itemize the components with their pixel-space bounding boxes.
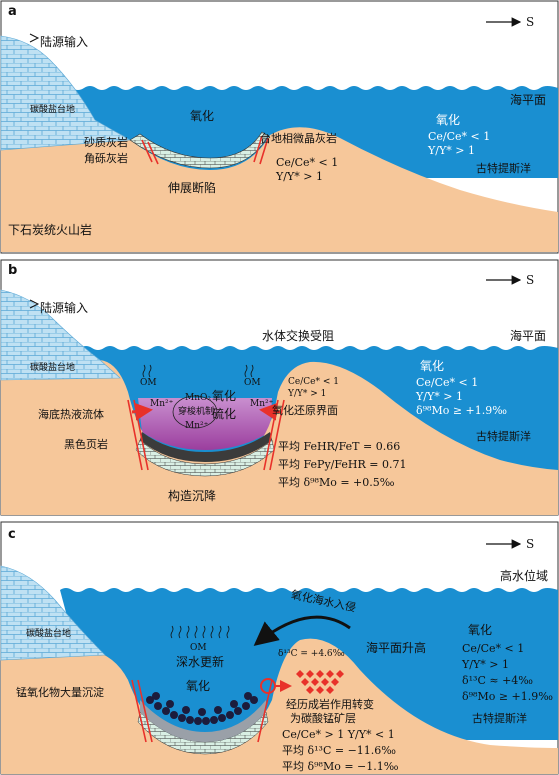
sulfidic-water	[138, 398, 272, 450]
input-arrow-icon	[29, 299, 40, 309]
sea-level-label: 海平面	[510, 328, 546, 343]
om-label: OM	[140, 378, 157, 388]
shale-layer	[140, 700, 266, 742]
panel-letter: b	[8, 263, 17, 278]
hydrothermal-label: 海底热液流体	[38, 407, 104, 421]
oxidation-right-label: 氧化	[436, 113, 460, 127]
paleo-tethys-label: 古特提斯洋	[472, 711, 527, 725]
panel-a: a S 陆源输入 海平面 碳酸盐台地 氧化 砂质灰岩 角砾灰岩 台地相微晶灰岩 …	[0, 0, 559, 254]
land-area	[1, 638, 558, 774]
platform-label: 碳酸盐台地	[30, 103, 75, 115]
shuttle-cycle-icon	[172, 395, 218, 429]
highstand-label: 高水位域	[500, 568, 548, 583]
volcanic-label: 下石炭统火山岩	[8, 222, 92, 237]
direction-label: S	[526, 537, 534, 551]
hydrothermal-arrow-icon	[259, 402, 281, 421]
mn-right-label: Mn²⁺	[250, 399, 274, 409]
input-arrow-icon	[29, 33, 40, 43]
land-input-label: 陆源输入	[40, 34, 88, 49]
carbonate-platform	[0, 35, 131, 151]
direction-label: S	[526, 273, 534, 287]
oxygen-inflow-arrow-icon	[253, 615, 351, 646]
c13-right-label: δ¹³C ≈ +4‰	[462, 674, 533, 687]
micrite-label: 台地相微晶灰岩	[260, 131, 337, 145]
shuttle-label: 穿梭机制	[178, 405, 214, 417]
c13-mid-label: δ¹³C = +4.6‰	[278, 649, 345, 659]
fault-lines	[131, 679, 273, 743]
land-area	[1, 115, 558, 252]
om-flux-icon	[142, 364, 152, 378]
sea-level-label: 海平面	[510, 92, 546, 107]
carbonate-platform	[0, 565, 106, 661]
direction-label: S	[526, 15, 534, 29]
oxidation-right-label: 氧化	[420, 359, 444, 373]
water-restricted-label: 水体交换受阻	[262, 328, 334, 343]
om-label: OM	[244, 378, 261, 388]
mo-right-label: δ⁹⁸Mo ≥ +1.9‰	[462, 690, 553, 703]
ce-mid-label: Ce/Ce* < 1	[288, 377, 339, 387]
sea-rise-label: 海平面升高	[366, 640, 426, 655]
carbonate-platform	[0, 289, 121, 381]
y-right-label: Y/Y* > 1	[427, 144, 475, 157]
panel-letter: a	[8, 4, 17, 19]
sulfide-label: 硫化	[212, 406, 236, 421]
ce-anomaly-label: Ce/Ce* < 1	[276, 156, 338, 169]
ce-right-label: Ce/Ce* < 1	[462, 642, 524, 655]
ce-right-label: Ce/Ce* < 1	[416, 376, 478, 389]
deepening-label: 深水更新	[176, 654, 224, 669]
platform-label: 碳酸盐台地	[30, 361, 75, 373]
mo-right-label: δ⁹⁸Mo ≥ +1.9‰	[416, 404, 507, 417]
platform-label: 碳酸盐台地	[26, 627, 71, 639]
mno2-label: MnO₂	[185, 393, 211, 403]
fault-lines	[141, 135, 269, 165]
basin-sediment	[129, 131, 269, 169]
y-right-label: Y/Y* > 1	[415, 390, 463, 403]
redox-interface-label: 氧化还原界面	[272, 403, 338, 417]
mo-avg-label: 平均 δ⁹⁸Mo = −1.1‰	[282, 760, 399, 773]
om-flux-icon	[170, 625, 230, 639]
land-input-label: 陆源输入	[40, 300, 88, 315]
paleo-tethys-label: 古特提斯洋	[476, 429, 531, 443]
conversion-marker-icon	[260, 678, 276, 694]
mn-deposit-label: 锰氧化物大量沉淀	[16, 685, 104, 699]
panel-c: c S 高水位域 碳酸盐台地 OM 深水更新 氧化 氧化海水入侵 海平面升高 δ…	[0, 521, 559, 775]
y-mid-label: Y/Y* > 1	[287, 389, 326, 399]
mn-carbonate-icon	[296, 670, 344, 694]
black-shale-layer	[140, 432, 272, 462]
breccia-limestone-label: 角砾灰岩	[84, 151, 128, 165]
y-right-label: Y/Y* > 1	[461, 658, 509, 671]
c13-avg-label: 平均 δ¹³C = −11.6‰	[282, 744, 396, 757]
oxidation-label: 氧化	[190, 109, 214, 123]
mn-bottom-label: Mn²⁺	[185, 421, 209, 431]
sandy-limestone-label: 砂质灰岩	[84, 135, 128, 149]
oxidation-mid-label: 氧化	[212, 389, 236, 403]
oxidation-mid-label: 氧化	[186, 679, 210, 693]
hydrothermal-arrow-icon	[131, 402, 153, 421]
paleo-tethys-label: 古特提斯洋	[476, 161, 531, 175]
diagenesis-label-2: 为碳酸锰矿层	[290, 711, 356, 725]
land-area	[1, 360, 558, 515]
fe-hr-label: 平均 FeHR/FeT = 0.66	[278, 440, 400, 453]
om-flux-icon	[244, 364, 254, 378]
extension-fault-label: 伸展断陷	[168, 180, 216, 195]
fe-py-label: 平均 FePy/FeHR = 0.71	[278, 458, 406, 471]
y-anomaly-label: Y/Y* > 1	[275, 170, 323, 183]
panel-b: b S 陆源输入 水体交换受阻 海平面 碳酸盐台地 OM OM 氧化 硫化 Mn…	[0, 259, 559, 516]
ce-y-bottom-label: Ce/Ce* > 1 Y/Y* < 1	[282, 728, 395, 741]
om-label: OM	[190, 643, 207, 653]
tectonic-label: 构造沉降	[168, 488, 216, 503]
mn-nodules	[146, 692, 258, 725]
mn-left-label: Mn²⁺	[150, 399, 174, 409]
oxidation-right-label: 氧化	[468, 623, 492, 637]
ce-right-label: Ce/Ce* < 1	[428, 130, 490, 143]
black-shale-label: 黑色页岩	[64, 437, 108, 451]
mo-avg-label: 平均 δ⁹⁸Mo = +0.5‰	[278, 476, 395, 489]
diagenesis-label-1: 经历成岩作用转变	[286, 697, 374, 711]
panel-letter: c	[8, 527, 16, 542]
